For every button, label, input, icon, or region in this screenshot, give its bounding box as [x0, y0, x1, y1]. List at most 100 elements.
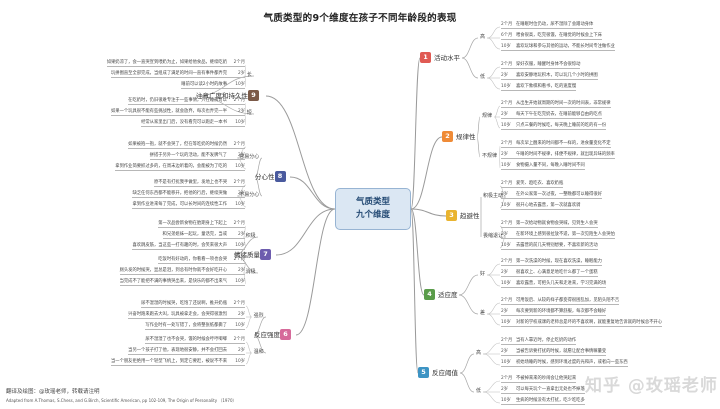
age-label: 2岁 [501, 191, 509, 197]
connector [254, 157, 263, 178]
group-label: 温和 [253, 349, 264, 355]
age-behavior-item: 缺乏任何东西都不能移开，把他的行后，继续哭做 2岁 [132, 191, 245, 196]
group-label: 短 [246, 110, 252, 116]
group-label: 消极 [245, 269, 256, 275]
central-node: 气质类型 九个维度 [335, 188, 411, 230]
item-underline [181, 87, 245, 89]
age-behavior-item: 2个月爱笑、趋吃衣、喜欢奶瓶 [501, 181, 563, 186]
age-label: 2岁 [237, 190, 245, 196]
connector [499, 185, 506, 198]
connector [244, 102, 247, 115]
behavior-text: 当另一个孩子打了他，表现地很安静，并不会打回去 [128, 347, 227, 353]
item-underline [501, 49, 615, 51]
age-label: 2个月 [233, 141, 245, 147]
connector [265, 95, 336, 210]
behavior-text: 食物摄入量不同，每晚入睡时间不同 [516, 162, 585, 168]
age-label: 2岁 [501, 111, 509, 117]
item-underline [110, 76, 245, 78]
behavior-text: 写作业时有一处写错了，会将整张纸都撕了 [145, 322, 227, 328]
connector [499, 196, 506, 209]
age-behavior-item: 2岁可以每天玩个一直拿出无处也不掉落 [501, 387, 585, 392]
connector [461, 57, 479, 79]
item-underline [115, 169, 245, 171]
connector [410, 57, 421, 210]
item-underline [501, 197, 602, 199]
connector [254, 176, 263, 197]
age-behavior-item: 2个月每次早上醒来的时间都不一样的，进食量变化不定 [501, 141, 611, 146]
group-label: 差 [480, 310, 486, 316]
item-underline [501, 67, 581, 69]
age-label: 2岁 [237, 267, 245, 273]
age-label: 10岁 [501, 397, 511, 403]
behavior-text: 缺乏任何东西都不能移开，把他的行后，继续哭做 [132, 190, 227, 196]
central-node-line1: 气质类型 [355, 197, 390, 207]
dimension-label: 反应阈值 [432, 369, 458, 377]
connector [243, 261, 247, 274]
age-label: 2岁 [501, 308, 509, 314]
behavior-text: 生病的时候没有太打扰，吃少吃吃多 [516, 397, 585, 403]
connector [289, 176, 336, 210]
item-underline [501, 168, 585, 170]
behavior-text: 当完成不了能把不满的事情哭出来，是快乐的都不出来气 [119, 278, 227, 284]
connector [245, 341, 252, 354]
item-underline [501, 27, 594, 29]
connector [243, 272, 247, 285]
group-label: 好 [480, 271, 486, 277]
item-underline [501, 303, 620, 305]
age-behavior-item: 10岁喜欢玩球和参与其他的运动，不能长时间专注做作业 [501, 44, 615, 49]
item-underline [501, 38, 602, 40]
dimension-label: 活动水平 [434, 54, 460, 62]
behavior-text: 尿不湿湿了也不会哭，饿的时候会哼哼唧唧 [145, 336, 227, 342]
connector [487, 77, 501, 90]
item-underline [501, 343, 577, 345]
age-behavior-item: 6个月喂食很高，吃完很饿，在睡觉的时候会上下床 [501, 33, 602, 38]
age-behavior-item: 10岁初始场睡的时候，感到环境过度的光和声，或者向一些东西 [501, 360, 628, 365]
behavior-text: 喜欢玩球和参与其他的运动，不能长时间专注做作业 [516, 43, 615, 49]
connector [461, 37, 479, 59]
age-label: 2个月 [233, 59, 245, 65]
age-label: 10岁 [235, 201, 245, 207]
connector [487, 26, 501, 39]
item-underline [132, 196, 245, 198]
connector [483, 353, 501, 366]
age-behavior-item: 2岁在外公家第一次过夜，一整晚都可以睡得很好 [501, 192, 602, 197]
item-underline [501, 146, 611, 148]
age-behavior-item: 2个月从出生开始就周期的时间一次的时间表，非常规律 [501, 101, 611, 106]
item-underline [128, 353, 245, 355]
connector [459, 353, 475, 374]
connector [476, 116, 481, 138]
item-underline [501, 186, 564, 188]
behavior-text: 穿好衣服，睡醒时身体不会很惊动 [516, 61, 581, 67]
age-label: 2个月 [501, 21, 513, 27]
behavior-text: 当有人靠近时，停止吃奶的动作 [516, 337, 577, 343]
connector [410, 208, 425, 296]
connector [410, 208, 447, 217]
age-label: 10岁 [501, 359, 511, 365]
item-underline [128, 317, 245, 319]
age-behavior-item: 2岁在新环境上感到很拉放不适，第一次见陌生人会哭怕 [501, 232, 615, 237]
age-behavior-item: 10岁只点三餐的时候吃，每天晚上睡前的吃的有一份 [501, 123, 606, 128]
dimension-number: 1 [420, 52, 431, 63]
age-label: 10岁 [235, 322, 245, 328]
item-underline [501, 314, 607, 316]
connector [458, 294, 479, 315]
behavior-text: 午睡的时间不规律，排便不规律，就出现异味的频率 [516, 151, 615, 157]
item-underline [132, 207, 245, 209]
age-label: 2个月 [233, 300, 245, 306]
dimension-number: 8 [274, 171, 286, 182]
age-label: 2个月 [501, 375, 513, 381]
group-label: 低 [476, 388, 482, 394]
age-label: 10岁 [501, 83, 511, 89]
group-label: 畏缩退让 [483, 233, 504, 239]
behavior-text: 第一次洗澡的时候，现在喜欢洗澡，睡眠能力 [516, 258, 602, 264]
age-label: 2岁 [237, 347, 245, 353]
behavior-text: 可用饭后、从较的样子都变得很困乱加，见陌头陌不吉 [516, 297, 620, 303]
age-label: 2个月 [501, 258, 513, 264]
behavior-text: 如果被抱一抱，就不会哭了，但在等吃奶的时候仍然 [128, 141, 227, 147]
